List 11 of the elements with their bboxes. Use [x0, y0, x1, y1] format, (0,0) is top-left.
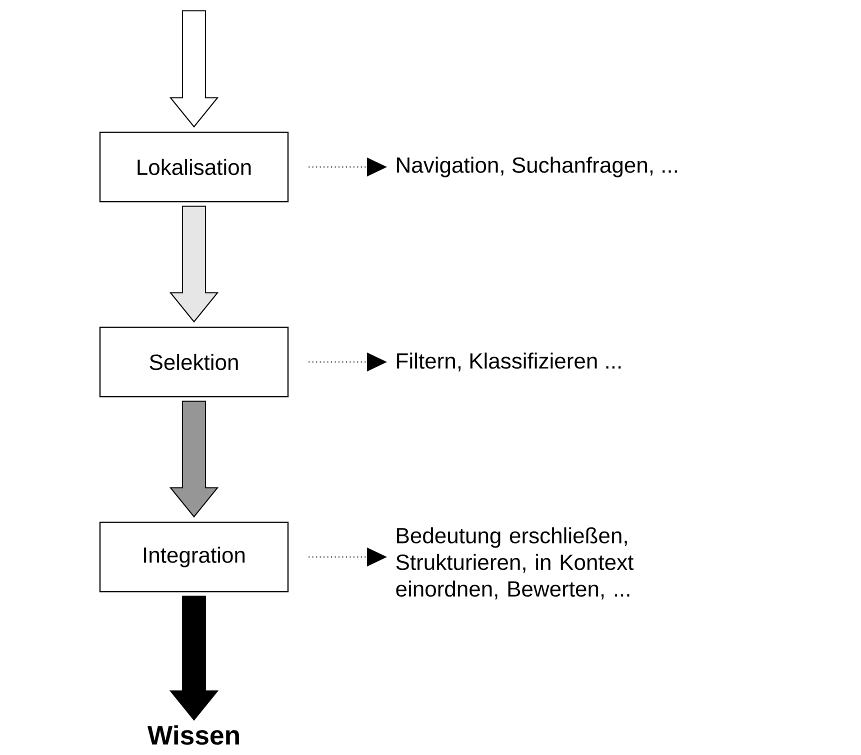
process-box: Integration	[99, 522, 289, 592]
process-box: Lokalisation	[99, 132, 289, 202]
note-text: Navigation, Suchanfragen, ...	[397, 156, 677, 178]
process-box: Selektion	[99, 326, 289, 398]
note-text: Bedeutung erschließen, Strukturieren, in Kontext einordnen, Bewerten, ...	[396, 527, 634, 600]
block-arrow	[169, 10, 219, 128]
block-arrow	[169, 596, 219, 721]
note-text: Filtern, Klassifizieren ...	[397, 352, 621, 372]
result-label: Wissen	[147, 725, 239, 745]
block-arrow	[169, 400, 219, 518]
block-arrow	[169, 206, 219, 323]
